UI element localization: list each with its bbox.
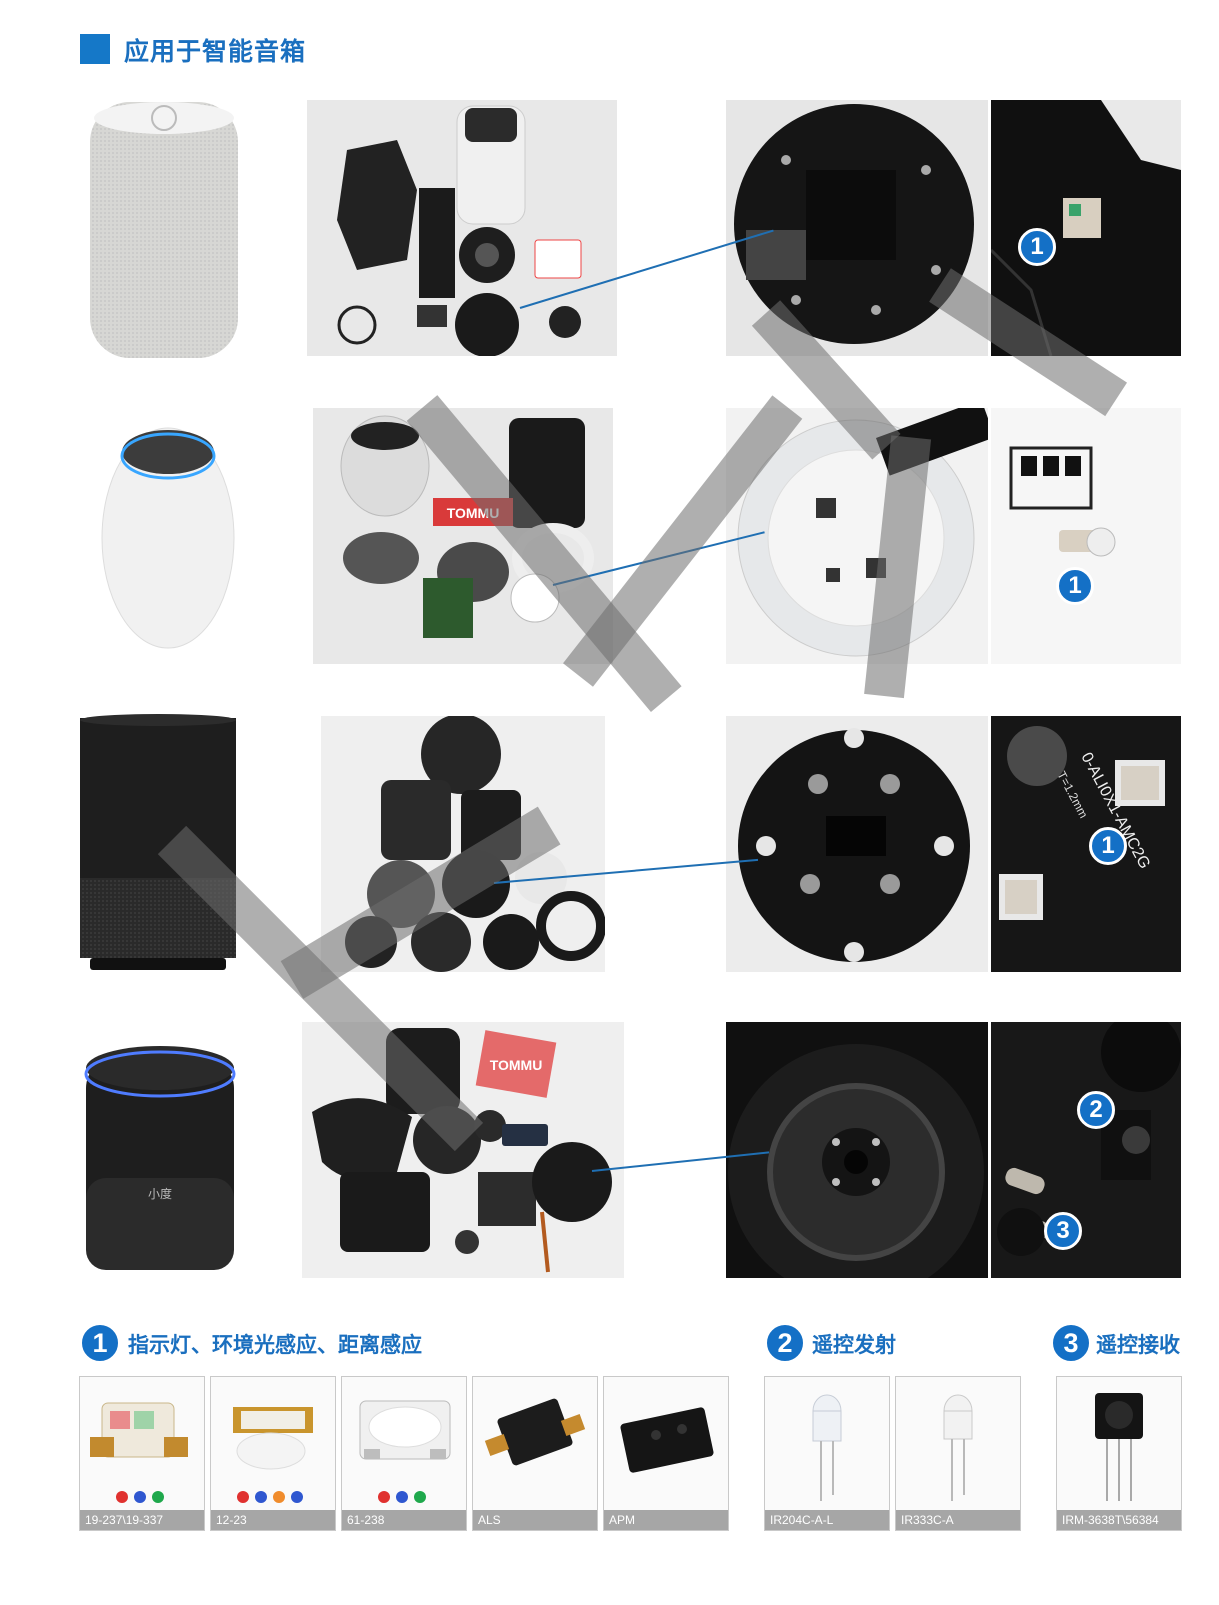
component-card: IRM-3638T\56384 bbox=[1056, 1376, 1182, 1531]
component-card: APM bbox=[603, 1376, 729, 1531]
title-square-icon bbox=[80, 34, 110, 64]
component-card: ALS bbox=[472, 1376, 598, 1531]
number-badge-3: 1 bbox=[1089, 827, 1127, 865]
component-card: 19-237\19-337 bbox=[79, 1376, 205, 1531]
card-label: 12-23 bbox=[211, 1510, 335, 1530]
speaker-image-3 bbox=[74, 712, 242, 974]
teardown-image-4: TOMMU bbox=[302, 1022, 624, 1278]
board-thickness: T=1.2mm bbox=[1054, 769, 1090, 821]
pcb-image-4 bbox=[726, 1022, 988, 1278]
component-card: 12-23 bbox=[210, 1376, 336, 1531]
led-closeup-2 bbox=[991, 408, 1181, 664]
component-card: IR204C-A-L bbox=[764, 1376, 890, 1531]
page-title: 应用于智能音箱 bbox=[124, 37, 307, 66]
led-closeup-1 bbox=[991, 100, 1181, 356]
speaker-image-2 bbox=[94, 408, 242, 652]
card-label: IR204C-A-L bbox=[765, 1510, 889, 1530]
legend-badge-2: 2 bbox=[764, 1322, 806, 1364]
component-card: 61-238 bbox=[341, 1376, 467, 1531]
card-label: 61-238 bbox=[342, 1510, 466, 1530]
pcb-image-3 bbox=[726, 716, 988, 972]
ir-closeup-4 bbox=[991, 1022, 1181, 1278]
speaker-image-4: 小度 bbox=[80, 1038, 240, 1278]
number-badge-4b: 3 bbox=[1044, 1212, 1082, 1250]
legend-text-2: 遥控发射 bbox=[812, 1333, 896, 1357]
card-label: APM bbox=[604, 1510, 728, 1530]
card-label: IRM-3638T\56384 bbox=[1057, 1510, 1181, 1530]
card-label: IR333C-A bbox=[896, 1510, 1020, 1530]
card-label: 19-237\19-337 bbox=[80, 1510, 204, 1530]
teardown-image-2: TOMMU bbox=[313, 408, 613, 664]
card-label: ALS bbox=[473, 1510, 597, 1530]
legend-text-1: 指示灯、环境光感应、距离感应 bbox=[128, 1333, 422, 1357]
legend-badge-1: 1 bbox=[79, 1322, 121, 1364]
number-badge-1: 1 bbox=[1018, 228, 1056, 266]
brand-label-2: TOMMU bbox=[490, 1057, 543, 1073]
component-card: IR333C-A bbox=[895, 1376, 1021, 1531]
xiaodu-logo: 小度 bbox=[148, 1186, 172, 1201]
teardown-image-1 bbox=[307, 100, 617, 356]
legend-badge-3: 3 bbox=[1050, 1322, 1092, 1364]
legend-text-3: 遥控接收 bbox=[1096, 1333, 1180, 1357]
led-closeup-3: 0-ALI0X1-AMC2G T=1.2mm bbox=[991, 716, 1181, 972]
number-badge-2: 1 bbox=[1056, 567, 1094, 605]
number-badge-4a: 2 bbox=[1077, 1091, 1115, 1129]
speaker-image-1 bbox=[84, 96, 246, 364]
